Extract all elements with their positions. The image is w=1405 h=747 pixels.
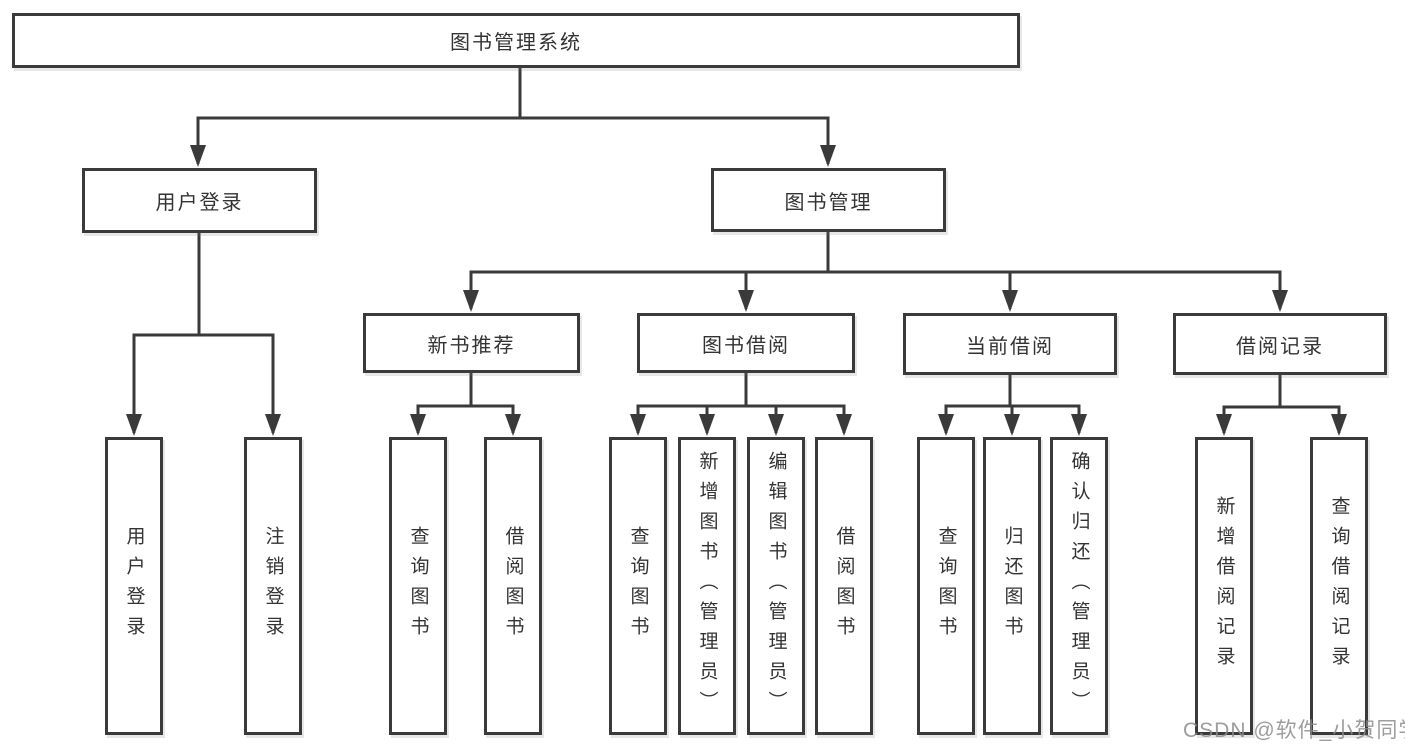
node-new-book-recommend: 新书推荐 <box>363 313 580 373</box>
leaf-label: 归还图书 <box>1001 526 1023 646</box>
leaf-borrow-books-1: 借阅图书 <box>484 437 542 735</box>
leaf-label: 编辑图书（管理员） <box>765 451 787 721</box>
leaf-label: 新增借阅记录 <box>1213 496 1235 676</box>
leaf-add-borrow-record: 新增借阅记录 <box>1195 437 1253 735</box>
csdn-watermark: CSDN @软件_小贺同学 <box>1183 719 1405 742</box>
leaf-label: 查询借阅记录 <box>1328 496 1350 676</box>
leaf-label: 查询图书 <box>407 526 429 646</box>
leaf-label: 借阅图书 <box>833 526 855 646</box>
leaf-edit-book-admin: 编辑图书（管理员） <box>747 437 805 735</box>
leaf-return-books: 归还图书 <box>983 437 1041 735</box>
leaf-query-books-1: 查询图书 <box>389 437 447 735</box>
leaf-label: 注销登录 <box>262 526 284 646</box>
leaf-label: 用户登录 <box>123 526 145 646</box>
node-label: 新书推荐 <box>427 334 516 357</box>
leaf-add-book-admin: 新增图书（管理员） <box>678 437 736 735</box>
leaf-user-login: 用户登录 <box>105 437 163 735</box>
leaf-logout: 注销登录 <box>244 437 302 735</box>
node-label: 当前借阅 <box>966 335 1054 358</box>
leaf-query-borrow-record: 查询借阅记录 <box>1310 437 1368 735</box>
node-label: 借阅记录 <box>1236 335 1324 358</box>
leaf-label: 查询图书 <box>627 526 649 646</box>
node-label: 图书管理 <box>784 191 873 214</box>
node-label: 图书管理系统 <box>450 32 582 54</box>
leaf-label: 确认归还（管理员） <box>1068 451 1090 721</box>
node-current-borrowing: 当前借阅 <box>903 313 1117 375</box>
node-label: 图书借阅 <box>702 334 790 357</box>
leaf-label: 查询图书 <box>935 526 957 646</box>
leaf-borrow-books-2: 借阅图书 <box>815 437 873 735</box>
leaf-label: 新增图书（管理员） <box>696 451 718 721</box>
leaf-query-books-2: 查询图书 <box>609 437 667 735</box>
node-library-management-system: 图书管理系统 <box>12 13 1020 68</box>
leaf-confirm-return-admin: 确认归还（管理员） <box>1050 437 1108 735</box>
leaf-label: 借阅图书 <box>502 526 524 646</box>
node-label: 用户登录 <box>155 192 244 214</box>
leaf-query-books-3: 查询图书 <box>917 437 975 735</box>
node-book-management: 图书管理 <box>711 168 946 232</box>
node-user-login: 用户登录 <box>82 168 317 233</box>
node-book-borrowing: 图书借阅 <box>637 313 855 373</box>
node-borrowing-records: 借阅记录 <box>1173 313 1387 375</box>
